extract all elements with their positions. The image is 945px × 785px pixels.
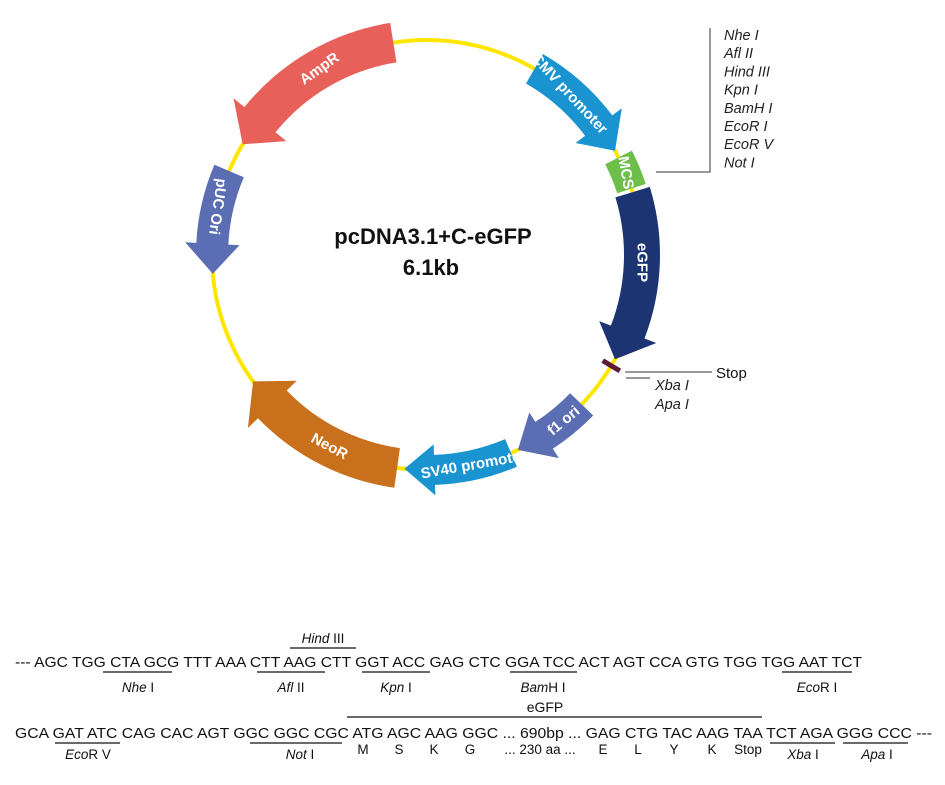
amino-acid: M [357, 742, 368, 757]
feature-f1-ori [517, 393, 594, 459]
amino-acid: ... 230 aa ... [504, 742, 575, 757]
mcs-site: Hind III [724, 64, 770, 80]
restriction-site-label: Nhe I [122, 680, 154, 695]
restriction-site-label: BamH I [520, 680, 565, 695]
apa-label: Apa I [654, 397, 689, 413]
feature-puc-ori [185, 164, 244, 274]
plasmid-name: pcDNA3.1+C-eGFP [334, 224, 531, 249]
restriction-site-label: Afl II [276, 680, 304, 695]
restriction-site-label: Xba I [786, 747, 819, 762]
feature-mcs [605, 150, 646, 194]
restriction-site-label: Hind III [302, 631, 345, 646]
mcs-site: Nhe I [724, 28, 759, 44]
restriction-site-label: Apa I [860, 747, 893, 762]
mcs-site-list: Nhe I Afl II Hind III Kpn I BamH I EcoR I EcoR… [723, 28, 774, 171]
amino-acid: L [634, 742, 642, 757]
feature-label-cmv-promoter: CMV promoter [528, 50, 611, 137]
feature-neor [247, 380, 400, 488]
mcs-site: Afl II [723, 46, 753, 62]
feature-label-egfp: eGFP [633, 243, 650, 282]
mcs-site: Kpn I [724, 83, 758, 99]
amino-acid: K [707, 742, 716, 757]
sequence-row-1: --- AGC TGG CTA GCG TTT AAA CTT AAG CTT … [15, 655, 862, 671]
mcs-leader-line [656, 28, 711, 173]
feature-cmv-promoter [526, 54, 622, 151]
mcs-site: EcoR V [724, 137, 774, 153]
amino-acid: E [598, 742, 607, 757]
mcs-site: EcoR I [724, 119, 768, 135]
restriction-site-label: EcoR I [797, 680, 838, 695]
amino-acid: G [465, 742, 476, 757]
restriction-site-label: Not I [286, 747, 315, 762]
feature-egfp [599, 186, 660, 360]
stop-label: Stop [716, 365, 747, 382]
amino-acid: Stop [734, 742, 762, 757]
plasmid-size: 6.1kb [403, 255, 459, 280]
sequence-annotations: Nhe I Afl II Kpn I BamH I EcoR I Hind III EcoR… [55, 631, 908, 762]
sequence-row-2: GCA GAT ATC CAG CAC AGT GGC GGC CGC ATG … [15, 726, 932, 742]
amino-acid: S [394, 742, 403, 757]
feature-ampr [233, 22, 397, 145]
egfp-sequence-label: eGFP [527, 699, 564, 715]
amino-acid: K [429, 742, 438, 757]
feature-label-mcs: MCS [614, 155, 637, 191]
stop-marker [601, 358, 622, 374]
feature-sv40-promoter [404, 439, 517, 496]
amino-acid: Y [669, 742, 678, 757]
mcs-site: BamH I [724, 101, 772, 117]
mcs-site: Not I [724, 155, 755, 171]
restriction-site-label: EcoR V [65, 747, 111, 762]
xba-label: Xba I [654, 378, 689, 394]
restriction-site-label: Kpn I [380, 680, 412, 695]
